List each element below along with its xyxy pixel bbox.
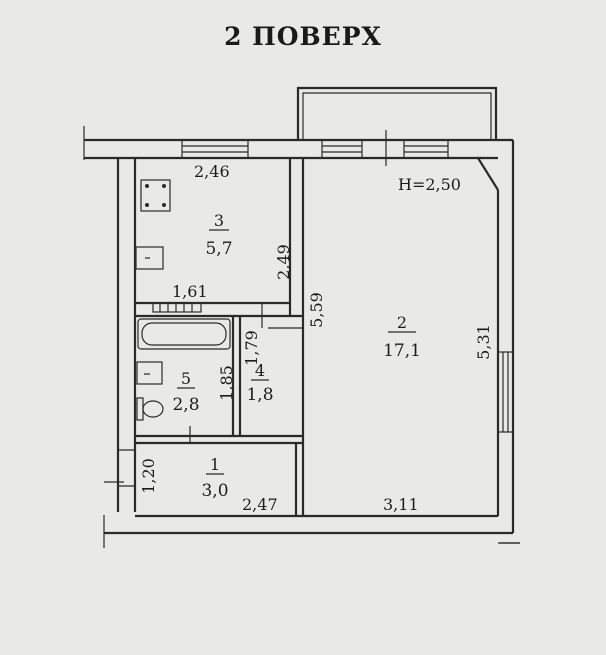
room-2-area: 17,1 xyxy=(383,341,421,361)
dim-main-left: 5,59 xyxy=(307,292,326,328)
dim-entrance-depth: 1,20 xyxy=(139,458,158,494)
washbasin-icon xyxy=(136,361,163,385)
dim-main-width: 3,11 xyxy=(383,495,419,514)
room-5-number: 5 xyxy=(181,369,191,388)
room-labels: 3 5,7 2 17,1 4 1,8 5 2,8 1 3,0 Н=2,50 xyxy=(172,175,461,501)
dim-entrance-width: 2,47 xyxy=(242,495,278,514)
balcony xyxy=(296,86,498,140)
room-1-number: 1 xyxy=(210,455,220,474)
plan-title: 2 ПОВЕРХ xyxy=(224,22,382,51)
radiator-icon xyxy=(152,302,202,313)
room-4-number: 4 xyxy=(255,361,265,380)
room-4-area: 1,8 xyxy=(246,385,273,405)
stove-icon xyxy=(140,179,171,212)
fixtures xyxy=(104,179,231,483)
dim-kitchen-bottom: 1,61 xyxy=(172,282,208,301)
room-5-area: 2,8 xyxy=(172,395,199,415)
sink-icon xyxy=(135,246,164,270)
windows xyxy=(181,130,514,433)
dim-main-right: 5,31 xyxy=(474,324,493,360)
toilet-tank-icon xyxy=(136,397,144,421)
dim-kitchen-depth: 2,49 xyxy=(274,244,293,280)
dim-bath-depth: 1,85 xyxy=(217,365,236,401)
room-3-area: 5,7 xyxy=(205,239,232,259)
room-3-number: 3 xyxy=(214,211,224,230)
dimension-labels: 2,46 2,49 1,61 5,59 1,79 1,85 5,31 1,20 … xyxy=(139,162,493,514)
ceiling-height-label: Н=2,50 xyxy=(398,175,461,194)
dim-hall-depth: 1,79 xyxy=(242,330,261,366)
dim-kitchen-width: 2,46 xyxy=(194,162,230,181)
toilet-icon xyxy=(142,400,164,418)
room-1-area: 3,0 xyxy=(201,481,228,501)
bathtub-icon xyxy=(137,318,231,350)
room-2-number: 2 xyxy=(397,313,407,332)
